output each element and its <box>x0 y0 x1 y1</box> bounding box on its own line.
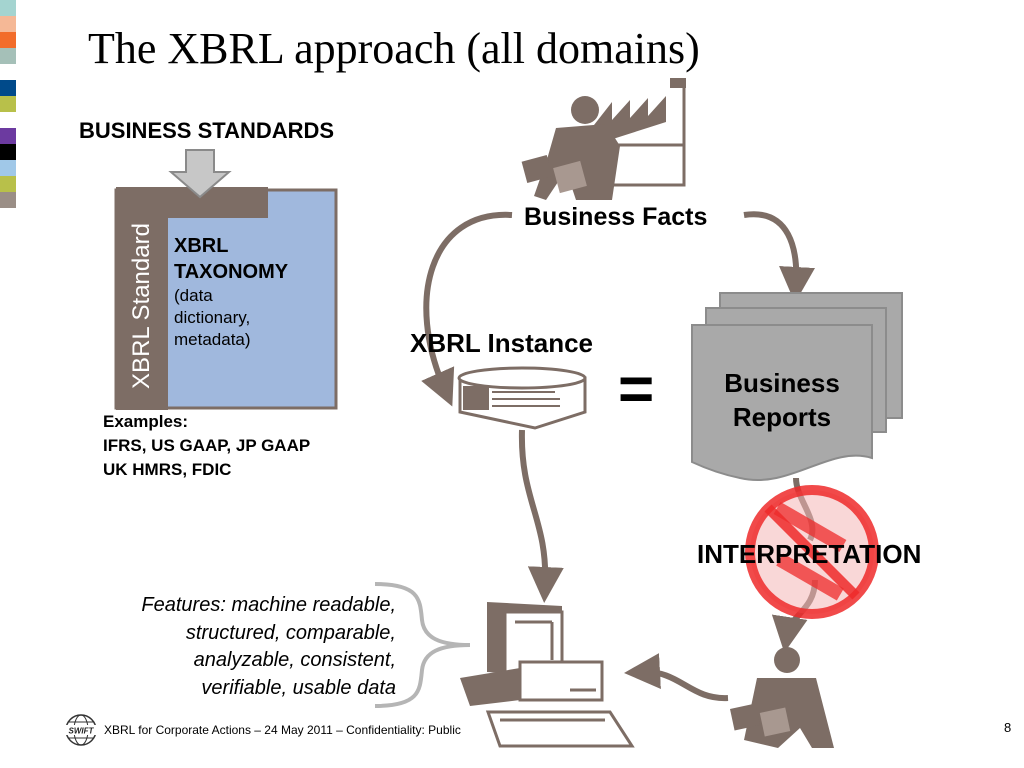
color-bar-swatch <box>0 96 16 112</box>
color-bar-swatch <box>0 32 16 48</box>
examples-block: Examples: IFRS, US GAAP, JP GAAP UK HMRS… <box>103 410 310 482</box>
arrow-instance-to-computer <box>518 429 564 603</box>
arrow-analyst-to-computer <box>624 653 729 702</box>
taxonomy-line-2: TAXONOMY <box>174 261 289 283</box>
taxonomy-line-3: (data <box>174 286 213 305</box>
taxonomy-line-5: metadata) <box>174 330 251 349</box>
xbrl-instance-icon <box>457 366 587 430</box>
taxonomy-line-1: XBRL <box>174 235 229 257</box>
worker-top-icon <box>521 96 620 200</box>
footer-text: XBRL for Corporate Actions – 24 May 2011… <box>104 723 461 737</box>
color-bar-swatch <box>0 128 16 144</box>
color-bar-swatch <box>0 0 16 16</box>
xbrl-standard-label-wrap: XBRL Standard <box>116 206 168 406</box>
color-bar-swatch <box>0 80 16 96</box>
color-bar-swatch <box>0 144 16 160</box>
color-bar-swatch <box>0 112 16 128</box>
business-standards-label: BUSINESS STANDARDS <box>79 118 335 143</box>
color-bar-swatch <box>0 160 16 176</box>
features-line-1: Features: machine readable, <box>141 594 396 616</box>
reports-line-1: Business <box>724 368 840 398</box>
xbrl-instance-label: XBRL Instance <box>410 328 594 358</box>
business-reports-icon <box>691 292 903 481</box>
arrow-facts-to-reports <box>743 211 815 303</box>
interpretation-label: INTERPRETATION <box>697 539 922 569</box>
business-standards-arrow <box>168 149 232 199</box>
features-line-4: verifiable, usable data <box>201 676 396 699</box>
color-bar-swatch <box>0 176 16 192</box>
taxonomy-line-4: dictionary, <box>174 308 251 327</box>
color-bar-swatch <box>0 64 16 80</box>
color-bar-swatch <box>0 192 16 208</box>
arrow-facts-to-instance <box>421 211 513 407</box>
features-text: Features: machine readable, structured, … <box>141 592 396 702</box>
taxonomy-box <box>114 187 338 410</box>
xbrl-standard-label: XBRL Standard <box>128 223 156 389</box>
examples-line-1: IFRS, US GAAP, JP GAAP <box>103 436 311 455</box>
color-bar-swatch <box>0 16 16 32</box>
swift-logo-text: SWIFT <box>69 727 95 736</box>
computer-icon <box>460 602 635 748</box>
no-sign-icon <box>745 485 879 619</box>
business-reports-label: Business Reports <box>700 366 864 434</box>
features-line-2: structured, comparable, <box>185 621 396 644</box>
analyst-icon <box>729 647 834 748</box>
swift-logo: SWIFT <box>65 714 97 746</box>
features-brace <box>374 582 471 708</box>
slide-title: The XBRL approach (all domains) <box>88 24 700 73</box>
features-line-3: analyzable, consistent, <box>193 649 396 671</box>
business-facts-label: Business Facts <box>524 203 708 231</box>
color-bar-swatch <box>0 48 16 64</box>
reports-line-2: Reports <box>732 402 832 432</box>
taxonomy-text: XBRL TAXONOMY (data dictionary, metadata… <box>174 233 324 351</box>
equals-sign: = <box>618 355 655 424</box>
examples-line-2: UK HMRS, FDIC <box>103 460 232 479</box>
color-bar <box>0 0 16 208</box>
page-number: 8 <box>1004 720 1012 735</box>
examples-label: Examples: <box>103 412 189 431</box>
